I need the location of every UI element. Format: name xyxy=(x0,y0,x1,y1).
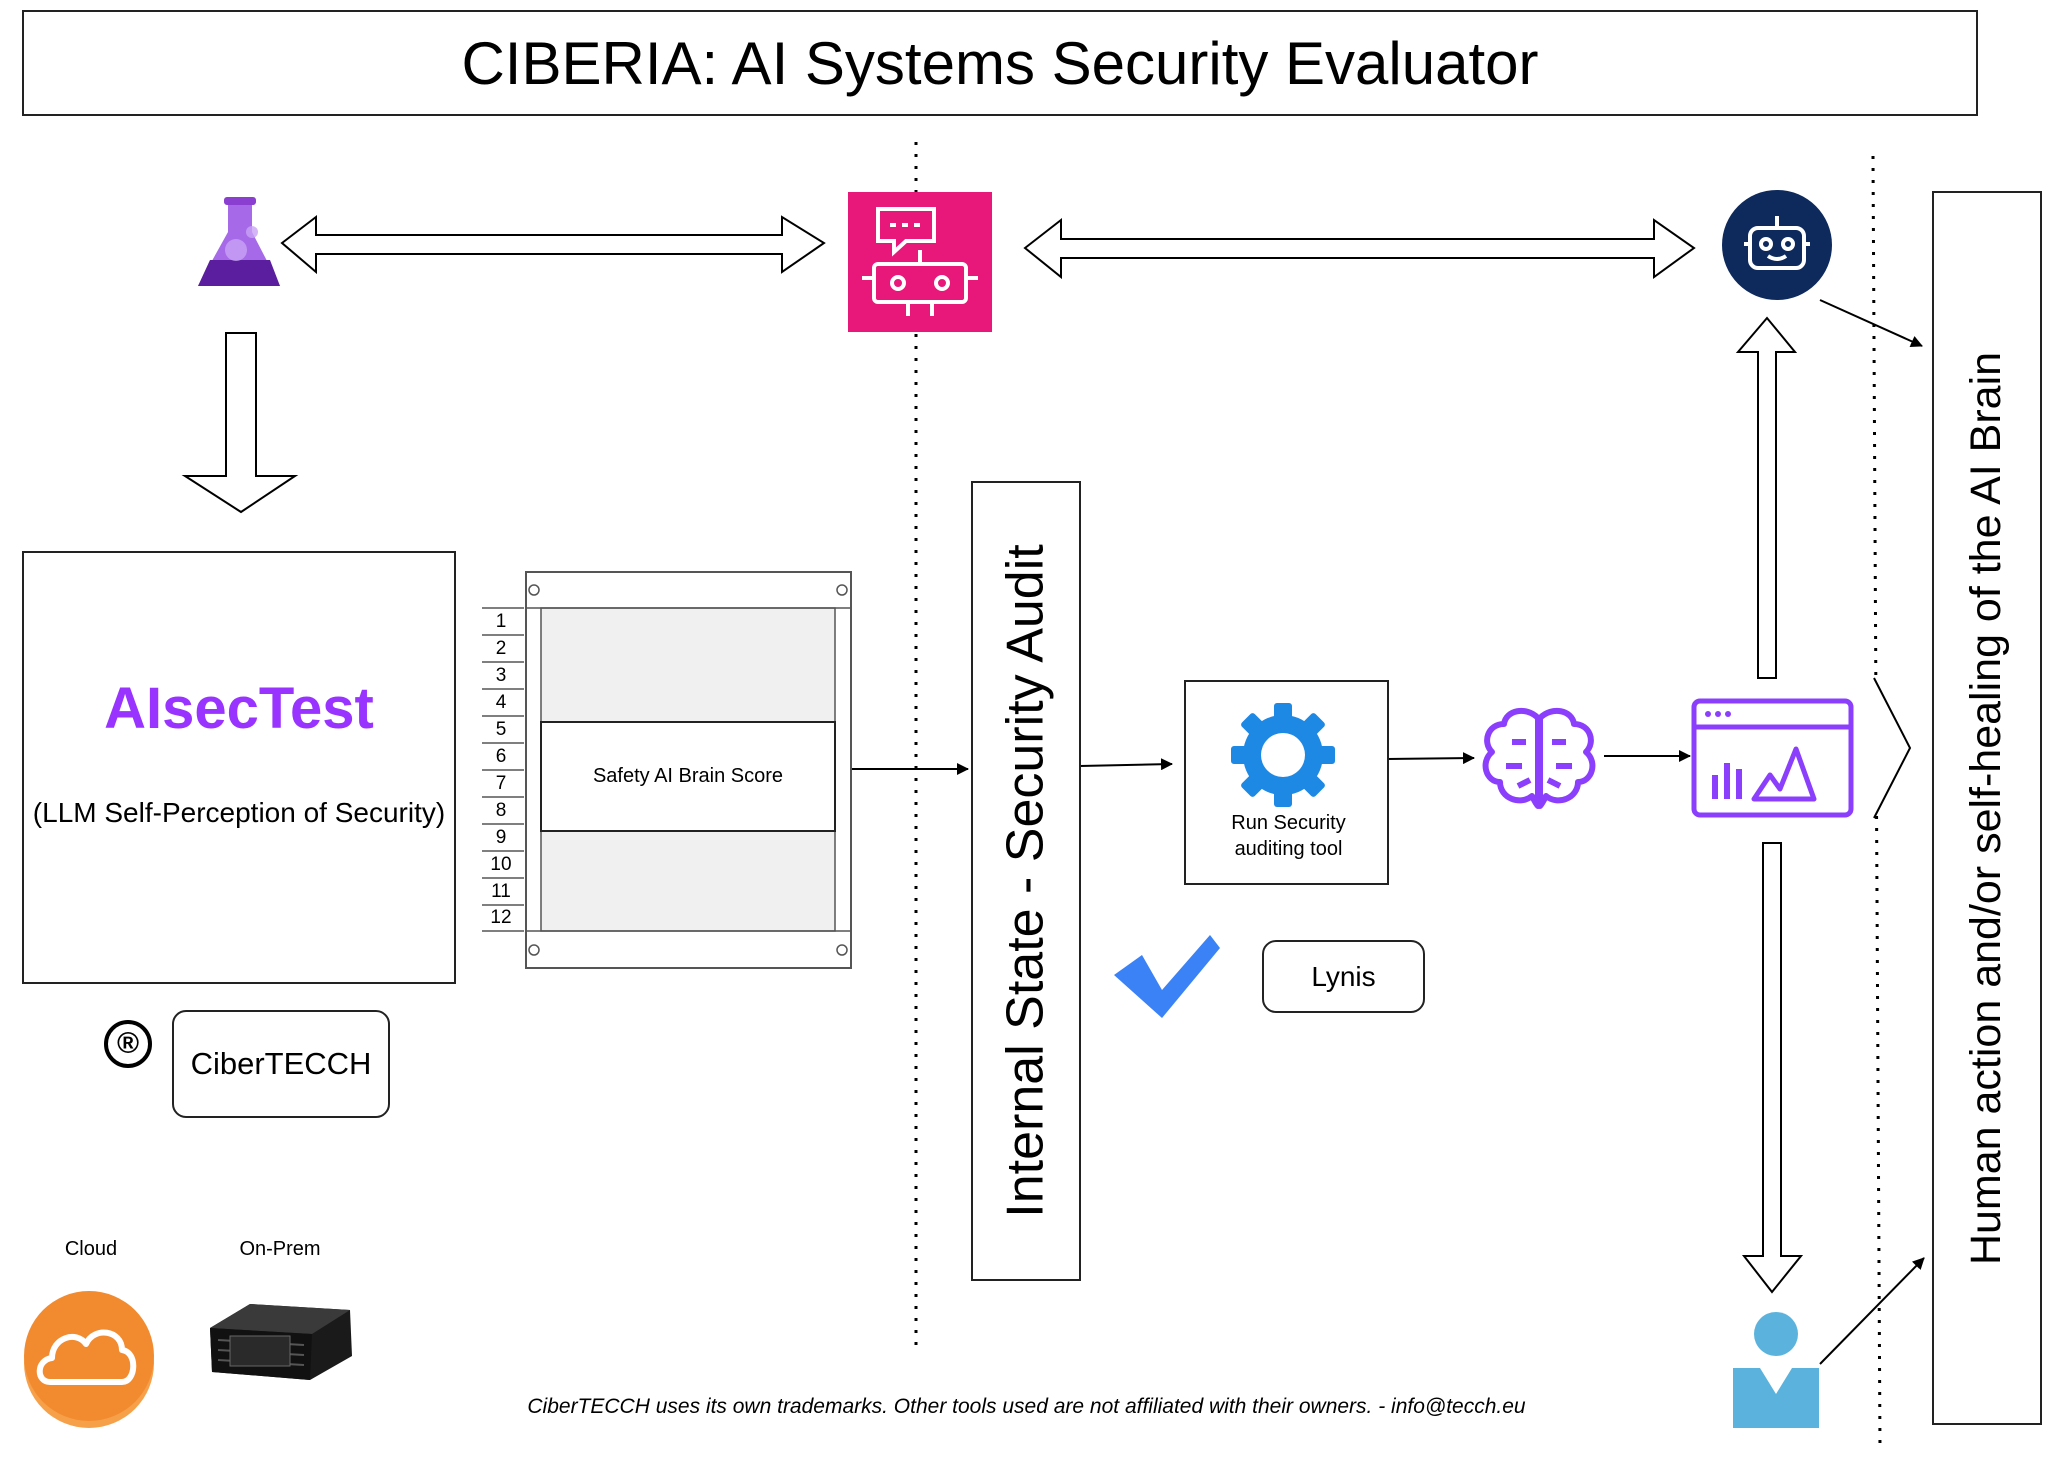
lynis-box: Lynis xyxy=(1262,940,1425,1013)
safety-score-label: Safety AI Brain Score xyxy=(541,722,835,831)
title-box: CIBERIA: AI Systems Security Evaluator xyxy=(22,10,1978,116)
arrow-person-outcome xyxy=(1819,1257,1925,1365)
arrow-robot-outcome xyxy=(1819,299,1923,347)
rack-slot-number: 2 xyxy=(495,638,507,659)
cloud-icon xyxy=(24,1291,154,1428)
rack-slot-number: 6 xyxy=(495,746,507,767)
rack-slot-number: 5 xyxy=(495,719,507,740)
up-arrow-dashboard-robot xyxy=(1735,316,1798,679)
dashboard-icon xyxy=(1691,698,1854,818)
safety-score-text: Safety AI Brain Score xyxy=(592,765,784,787)
person-icon xyxy=(1733,1312,1819,1428)
aisectest-subtitle: (LLM Self-Perception of Security) xyxy=(32,797,446,828)
cibertecch-label: CiberTECCH xyxy=(190,1046,372,1081)
audit-tool-label-line1: Run Security xyxy=(1231,812,1346,834)
registered-mark: ® xyxy=(116,1027,140,1060)
robot-icon xyxy=(1722,190,1832,300)
onprem-label: On-Prem xyxy=(239,1238,321,1260)
double-arrow-chatbot-robot xyxy=(1023,217,1696,280)
audit-tool-box: Run Security auditing tool xyxy=(1184,680,1389,885)
cloud-label: Cloud xyxy=(64,1238,118,1260)
rack-slot-number: 12 xyxy=(490,907,512,928)
checkmark-icon xyxy=(1114,935,1220,1018)
chatbot-icon xyxy=(848,192,992,332)
gear-icon xyxy=(1231,703,1335,807)
outcome-box: Human action and/or self-healing of the … xyxy=(1932,191,2042,1425)
page-title: CIBERIA: AI Systems Security Evaluator xyxy=(461,29,1539,97)
brain-icon xyxy=(1482,707,1596,809)
aisectest-box: AIsecTest (LLM Self-Perception of Securi… xyxy=(22,551,456,984)
rack-slot-number: 8 xyxy=(495,800,507,821)
rack-slot-number: 3 xyxy=(495,665,507,686)
internal-state-label: Internal State - Security Audit xyxy=(997,544,1055,1218)
outcome-label: Human action and/or self-healing of the … xyxy=(1962,351,2011,1265)
rack-icon xyxy=(482,571,852,969)
rack-slot-number: 9 xyxy=(495,827,507,848)
arrow-tool-brain xyxy=(1386,752,1475,765)
footer-note: CiberTECCH uses its own trademarks. Othe… xyxy=(527,1395,1526,1418)
audit-tool-label-line2: auditing tool xyxy=(1234,838,1343,860)
cibertecch-box: CiberTECCH xyxy=(172,1010,390,1118)
double-arrow-flask-chatbot xyxy=(280,214,826,275)
outcome-triangle-arrow xyxy=(1873,677,1912,819)
rack-slot-number: 11 xyxy=(491,881,511,902)
down-arrow-flask-aisectest xyxy=(181,332,299,514)
rack-slot-number: 4 xyxy=(495,692,507,713)
down-arrow-dashboard-person xyxy=(1741,842,1804,1294)
rack-slot-number: 7 xyxy=(495,773,507,794)
server-icon xyxy=(210,1304,352,1380)
lynis-label: Lynis xyxy=(1311,960,1376,992)
registered-mark-circle xyxy=(104,1020,152,1068)
flask-icon xyxy=(198,197,280,286)
aisectest-name: AIsecTest xyxy=(104,676,374,741)
arrow-internal-tool xyxy=(1079,758,1173,771)
rack-slot-number: 10 xyxy=(490,854,512,875)
internal-state-box: Internal State - Security Audit xyxy=(971,481,1081,1281)
rack-slot-number: 1 xyxy=(495,611,507,632)
